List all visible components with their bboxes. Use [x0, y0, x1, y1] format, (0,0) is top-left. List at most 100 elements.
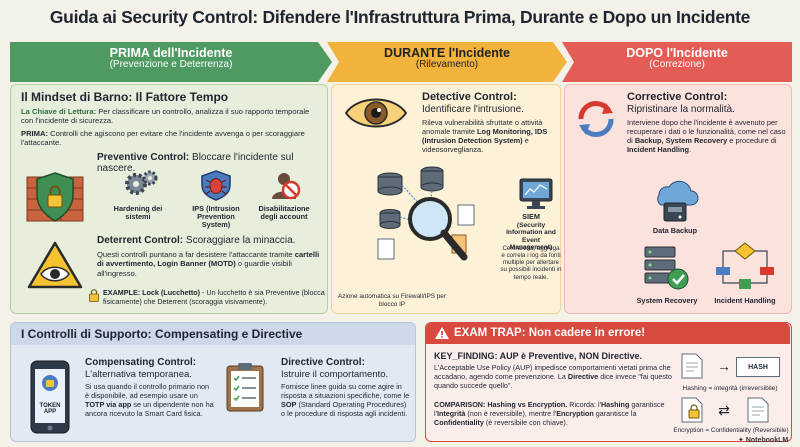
desc-part: (non è reversibile), mentre l' — [465, 408, 557, 418]
arrow-swap-icon: ⇄ — [718, 402, 730, 418]
system-recovery-icon — [644, 246, 689, 290]
corrective-desc: Interviene dopo che l'incidente è avvenu… — [627, 118, 787, 154]
lock-icon — [89, 289, 99, 302]
support-panel: I Controlli di Supporto: Compensating e … — [10, 322, 416, 442]
phase-subtitle: (Rilevamento) — [415, 59, 479, 71]
example-desc: - Un lucchetto è sia Preventive (blocca … — [103, 288, 325, 306]
key-label: La Chiave di Lettura: — [21, 107, 97, 116]
deterrent-desc: Questi controlli puntano a far desistere… — [97, 250, 321, 278]
phase-banner-prima: PRIMA dell'Incidente (Prevenzione e Dete… — [10, 42, 332, 82]
document-icon — [747, 397, 769, 423]
item-label: Incident Handling — [714, 296, 776, 305]
siem-monitor-icon — [519, 178, 553, 209]
brand-icon: ✦ — [738, 437, 746, 444]
document-icon — [681, 353, 703, 379]
desc-bold: Integrità — [436, 408, 466, 418]
preventive-text: Bloccare l'incidente sul nascere. — [97, 152, 294, 174]
deterrent-label: Deterrent Control: — [97, 235, 184, 246]
dir-text: Istruire il comportamento. — [281, 369, 389, 380]
hash-box: HASH — [736, 357, 780, 377]
desc-part: e videosorveglianza. — [422, 136, 529, 155]
desc-part: Si usa quando il controllo primario non … — [85, 382, 210, 400]
magnifier-servers-icon — [377, 166, 475, 261]
siem-desc: Centralizza, aggrega e correla i log da … — [500, 245, 562, 281]
desc-bold: Log Monitoring, IDS (Intrusion Detection… — [422, 127, 548, 146]
example-label: EXAMPLE: Lock (Lucchetto) — [103, 288, 201, 297]
desc-part: (è reversibile con chiave). — [483, 417, 568, 427]
warning-icon — [435, 327, 449, 339]
document-lock-icon — [681, 397, 703, 423]
brand-logo: ✦ NotebookLM — [738, 436, 788, 444]
mindset-title: Il Mindset di Barno: Il Fattore Tempo — [21, 90, 229, 104]
item-label: Hardening dei sistemi — [113, 204, 163, 222]
exam-header-bar — [426, 323, 790, 344]
cloud-backup-icon — [657, 180, 699, 222]
gears-icon — [125, 170, 158, 195]
shield-lock-icon — [26, 172, 84, 222]
desc-bold: SOP — [281, 399, 297, 409]
desc-part: e procedure di — [727, 136, 777, 146]
phase-banner-dopo: DOPO l'Incidente (Correzione) — [562, 42, 792, 82]
desc-bold: Directive — [567, 371, 599, 381]
token-phone-icon — [30, 360, 70, 434]
detective-label: Detective Control: — [422, 91, 517, 103]
siem-title: SIEM — [522, 212, 540, 221]
exam-title: EXAM TRAP: Non cadere in errore! — [454, 327, 646, 339]
page-title: Guida ai Security Control: Difendere l'I… — [49, 7, 751, 27]
key-finding: KEY_FINDING: AUP è Preventive, NON Direc… — [434, 351, 643, 361]
clipboard-checklist-icon — [226, 363, 264, 412]
desc-part: . — [689, 145, 692, 155]
example-text: EXAMPLE: Lock (Lucchetto) - Un lucchetto… — [103, 288, 325, 306]
bug-shield-icon — [201, 170, 231, 201]
prima-text: Controlli che agiscono per evitare che l… — [21, 129, 305, 148]
recovery-cycle-icon — [578, 100, 614, 138]
user-blocked-icon — [272, 173, 301, 200]
desc-part: L'Acceptable Use Policy (AUP) impedisce … — [434, 363, 671, 381]
desc-part: (Standard Operating Procedures) o le pro… — [281, 399, 408, 418]
key-paragraph: La Chiave di Lettura: Per classificare u… — [21, 107, 316, 126]
desc-part: dice invece "fai questo quando succede q… — [434, 371, 672, 390]
deterrent-text: Scoraggiare la minaccia. — [185, 235, 296, 246]
desc-part: garantisce l' — [434, 400, 665, 418]
hash-caption: Hashing = integrità (irreversibile) — [682, 385, 778, 392]
brand-text: NotebookLM — [745, 437, 789, 444]
desc-bold: Hashing — [600, 400, 630, 409]
item-label: Data Backup — [652, 226, 698, 235]
item-label: IPS (Intrusion Prevention System) — [192, 204, 240, 230]
deterrent-heading: Deterrent Control: Scoraggiare la minacc… — [97, 235, 295, 246]
desc-part: o guardie visibili all'ingresso. — [97, 259, 292, 278]
desc-part: se un dipendente non ha ancora ricevuto … — [85, 399, 214, 418]
dir-desc: Fornisce linee guida su come agire in ri… — [281, 382, 411, 419]
comp-desc: Si usa quando il controllo primario non … — [85, 382, 215, 419]
item-label: Disabilitazione degli account — [258, 204, 310, 222]
encryption-caption: Encryption = Confidentiality (Reversibil… — [673, 427, 789, 434]
key-text: Per classificare un controllo, analizza … — [21, 107, 310, 126]
prima-paragraph: PRIMA: Controlli che agiscono per evitar… — [21, 129, 316, 148]
phase-title: DURANTE l'Incidente — [384, 46, 510, 60]
comparison-desc: COMPARISON: Hashing vs Encryption. Ricor… — [434, 400, 674, 427]
support-title: I Controlli di Supporto: Compensating e … — [21, 327, 303, 341]
desc-bold: Confidentiality — [434, 417, 484, 427]
token-app-label: TOKEN APP — [39, 403, 61, 416]
aup-desc: L'Acceptable Use Policy (AUP) impedisce … — [434, 363, 674, 390]
prima-panel: Il Mindset di Barno: Il Fattore Tempo La… — [10, 84, 328, 314]
detective-text: Identificare l'intrusione. — [422, 104, 524, 115]
eye-icon — [344, 98, 408, 128]
phase-title: DOPO l'Incidente — [626, 46, 728, 60]
corrective-text: Ripristinare la normalità. — [627, 104, 735, 115]
desc-part: Rileva vulnerabilità sfruttate o attivit… — [422, 118, 543, 137]
flowchart-icon — [716, 242, 774, 289]
detective-desc: Rileva vulnerabilità sfruttate o attivit… — [422, 118, 556, 154]
prima-label: PRIMA: — [21, 129, 48, 138]
phase-subtitle: (Correzione) — [649, 59, 705, 71]
comparison-label: COMPARISON: Hashing vs Encryption. — [434, 400, 568, 409]
comp-text: L'alternativa temporanea. — [85, 369, 192, 380]
comp-label: Compensating Control: — [85, 357, 197, 368]
siem-subtitle: (Security Information and Event Manageme… — [506, 222, 556, 252]
support-header-bar — [11, 323, 415, 345]
exam-trap-panel: EXAM TRAP: Non cadere in errore! KEY_FIN… — [425, 322, 792, 442]
desc-part: Questi controlli puntano a far desistere… — [97, 250, 295, 259]
warning-eye-icon — [27, 241, 83, 289]
durante-panel: Detective Control: Identificare l'intrus… — [331, 84, 562, 314]
desc-bold: cartelli di avvertimento, Login Banner (… — [97, 250, 320, 269]
